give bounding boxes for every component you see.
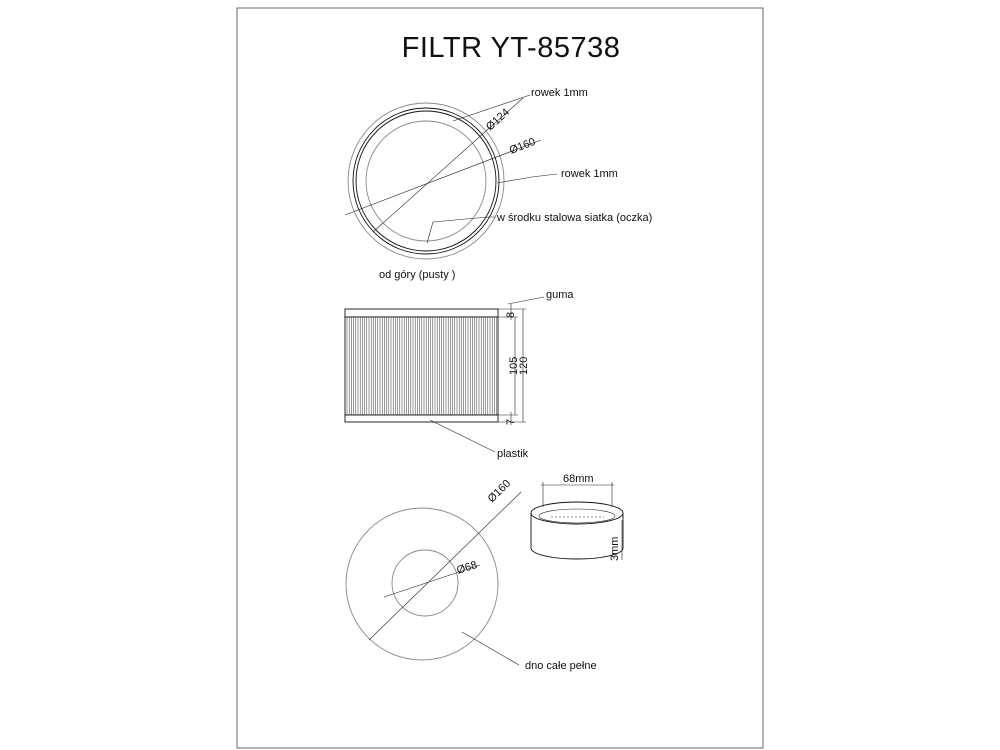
side-leader-rubber	[507, 296, 545, 305]
side-dim-120: 120	[518, 357, 530, 375]
top-groove-label-2: rowek 1mm	[561, 168, 618, 180]
side-pleats	[346, 317, 497, 415]
side-dim-105: 105	[508, 357, 520, 375]
ring-dim-3: 3mm	[609, 537, 621, 561]
side-rubber-cap	[344, 308, 499, 318]
ring-detail: 68mm 3mm	[530, 473, 624, 561]
side-rubber-label: guma	[546, 289, 574, 301]
top-dim-line-124	[372, 97, 524, 233]
side-view: guma 8 105 120 7 plastik	[344, 289, 574, 460]
top-caption: od góry (pusty )	[379, 269, 455, 281]
bottom-outer-circle	[345, 507, 499, 661]
top-dim-line-160	[344, 139, 542, 216]
side-dim-8: 8	[505, 312, 517, 318]
ring-top-inner	[538, 508, 616, 524]
top-leader-groove-1	[452, 94, 531, 122]
bottom-dim-line-160	[368, 491, 522, 641]
side-dim-7: 7	[505, 419, 517, 425]
bottom-view: Ø160 Ø68 dno całe pełne	[345, 478, 597, 672]
top-groove-inner	[355, 110, 497, 252]
side-plastic-cap	[344, 414, 499, 423]
bottom-caption: dno całe pełne	[525, 660, 597, 672]
bottom-dim-line-68	[383, 564, 481, 598]
side-plastic-label: plastik	[497, 448, 529, 460]
top-view: rowek 1mm Ø124 Ø160 rowek 1mm w środku s…	[344, 87, 652, 281]
side-pleated-body	[344, 316, 499, 416]
side-leader-plastic	[429, 419, 496, 453]
drawing-title: FILTR YT-85738	[402, 32, 621, 64]
bottom-hole-circle	[391, 549, 459, 617]
top-leader-groove-2	[496, 173, 558, 184]
top-groove-outer	[352, 107, 500, 255]
bottom-leader	[461, 631, 520, 666]
ring-bottom-arc	[530, 547, 624, 560]
top-groove-label-1: rowek 1mm	[531, 87, 588, 99]
top-outer-circle	[347, 102, 505, 260]
ring-dim-68: 68mm	[563, 473, 594, 485]
top-inner-circle	[365, 120, 487, 242]
top-mesh-label: w środku stalowa siatka (oczka)	[496, 212, 652, 224]
sheet-border	[236, 7, 764, 749]
top-leader-mesh	[426, 216, 495, 244]
